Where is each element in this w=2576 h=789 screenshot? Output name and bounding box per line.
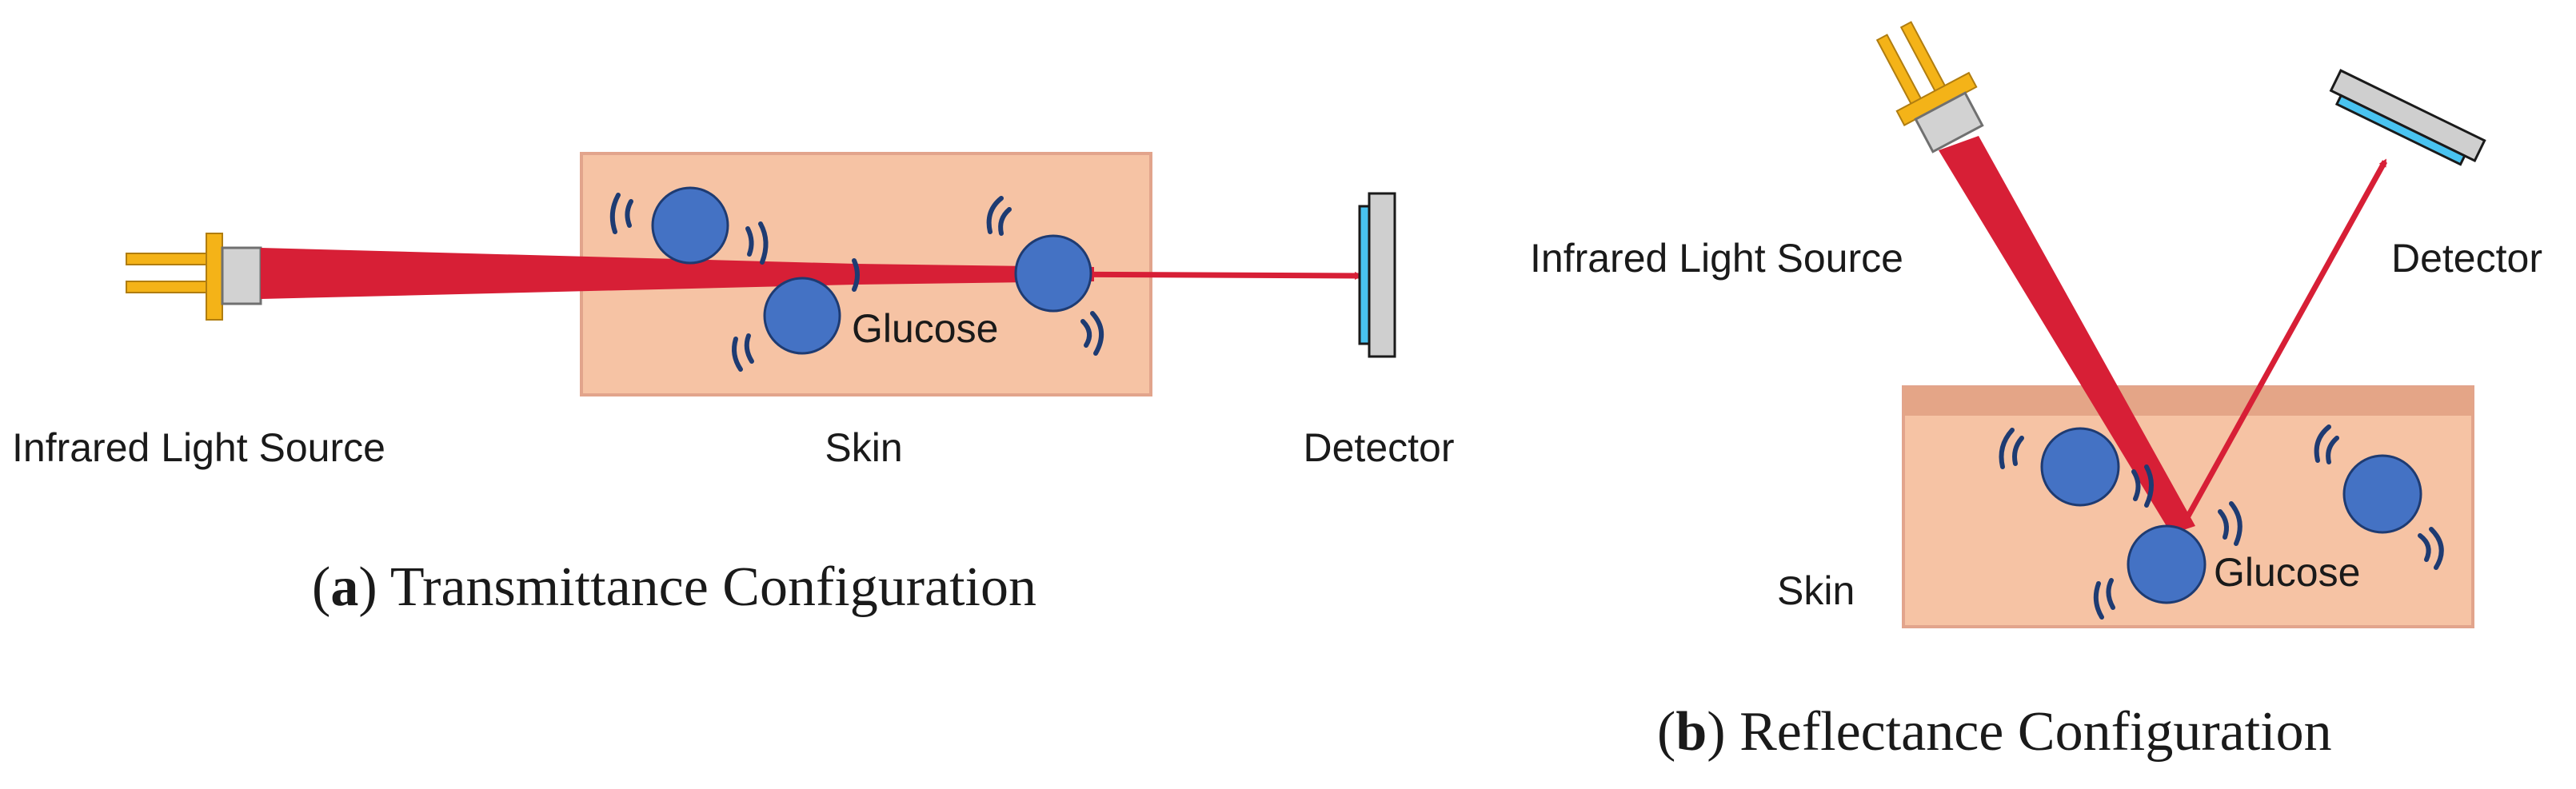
- infrared-source-icon: [1875, 21, 1984, 153]
- panel-caption: (a) Transmittance Configuration: [312, 556, 1036, 618]
- panel-letter: a: [330, 556, 358, 618]
- glucose-molecule: [2314, 424, 2444, 570]
- beam-arrow: [1039, 271, 1363, 280]
- source-label: Infrared Light Source: [12, 425, 385, 470]
- panel-reflectance: Glucose Infrared Light Source Detector S…: [1530, 21, 2542, 763]
- infrared-beam: [1939, 136, 2195, 534]
- detector-label: Detector: [1304, 425, 1455, 470]
- infrared-source-icon: [126, 233, 262, 321]
- detector-icon: [2329, 69, 2486, 166]
- detector-icon: [1358, 192, 1396, 358]
- panel-letter: b: [1675, 701, 1707, 763]
- glucose-molecule: [2093, 501, 2243, 620]
- glucose-molecule: [986, 196, 1104, 356]
- panel-caption: (b) Reflectance Configuration: [1657, 701, 2332, 763]
- panel-title: Transmittance Configuration: [390, 556, 1036, 618]
- glucose-molecule: [1999, 427, 2154, 508]
- skin-surface-layer: [1903, 387, 2473, 416]
- detector-label: Detector: [2391, 236, 2542, 281]
- glucose-molecule: [609, 186, 769, 265]
- glucose-label: Glucose: [2214, 550, 2360, 595]
- glucose-label: Glucose: [852, 306, 998, 351]
- panel-transmittance: Glucose Infrared Light Source Skin Detec…: [12, 152, 1455, 618]
- panel-title: Reflectance Configuration: [1739, 701, 2332, 763]
- glucose-molecule: [732, 258, 860, 372]
- skin-label: Skin: [1777, 568, 1855, 613]
- skin-label: Skin: [825, 425, 902, 470]
- source-label: Infrared Light Source: [1530, 236, 1903, 281]
- beam-arrow: [2179, 158, 2388, 529]
- infrared-beam: [261, 248, 1094, 299]
